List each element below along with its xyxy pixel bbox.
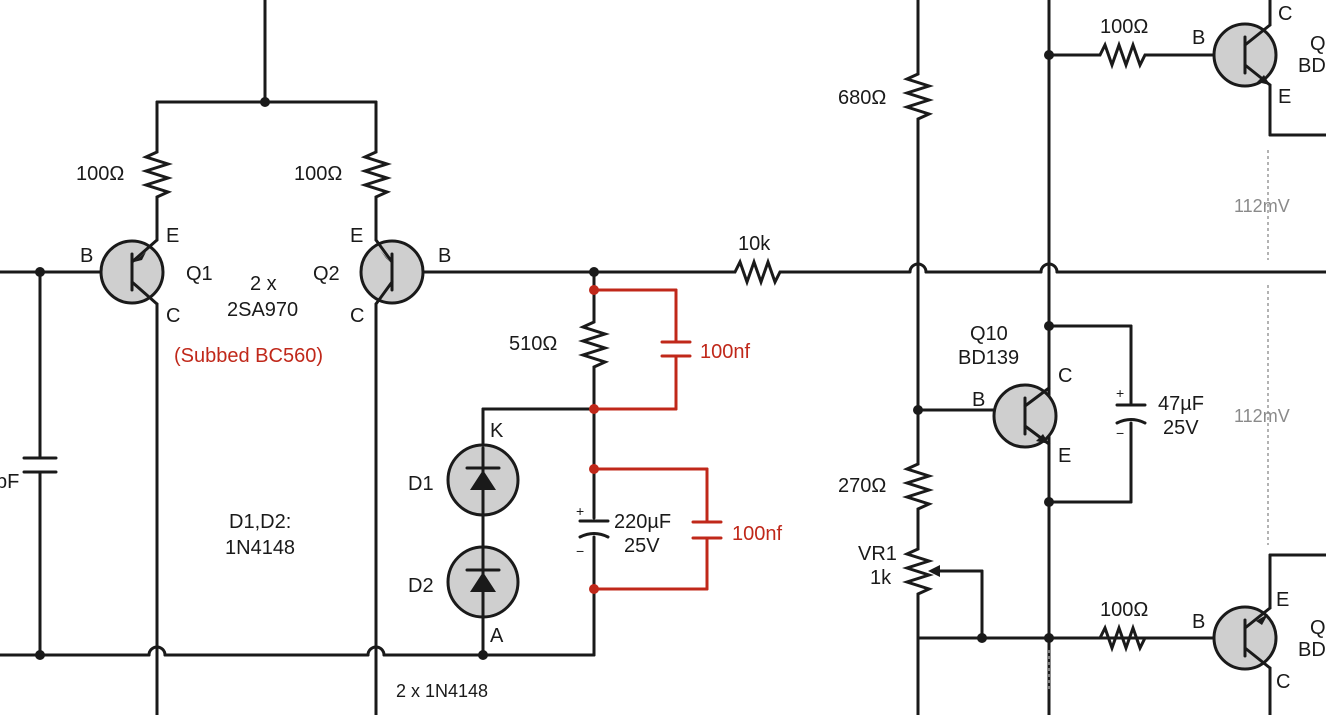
label-r510: 510Ω xyxy=(509,333,557,355)
label-q2-c: C xyxy=(350,305,364,327)
label-top-c: C xyxy=(1278,3,1292,25)
label-q10-part: BD139 xyxy=(958,347,1019,369)
label-cap47-plus: + xyxy=(1116,385,1124,401)
label-diode-k: K xyxy=(490,420,504,442)
label-top-q-partial: Q xyxy=(1310,33,1326,55)
label-cap220-voltage: 25V xyxy=(624,535,660,557)
transistor-q10 xyxy=(992,383,1058,449)
label-bot-e: E xyxy=(1276,589,1289,611)
label-pair-part: 2SA970 xyxy=(227,299,298,321)
label-top-e: E xyxy=(1278,86,1291,108)
label-bot-q-partial: Q xyxy=(1310,617,1326,639)
label-subbed: (Subbed BC560) xyxy=(174,345,323,367)
transistor-top-right xyxy=(1212,0,1326,137)
label-q1-e: E xyxy=(166,225,179,247)
label-bot-bd-partial: BD xyxy=(1298,639,1326,661)
resistor-top-right xyxy=(1049,40,1215,70)
top-feed-wires xyxy=(155,0,378,150)
label-cap220-plus: + xyxy=(576,503,584,519)
label-vr1-name: VR1 xyxy=(858,543,897,565)
label-r680: 680Ω xyxy=(838,87,886,109)
label-top-bd-partial: BD xyxy=(1298,55,1326,77)
diode-d1 xyxy=(446,407,520,517)
label-d1: D1 xyxy=(408,473,434,495)
label-r-q2: 100Ω xyxy=(294,163,342,185)
label-top-b: B xyxy=(1192,27,1205,49)
label-q10-b: B xyxy=(972,389,985,411)
label-bot-c: C xyxy=(1276,671,1290,693)
voltage-dimension-lines xyxy=(1048,150,1269,690)
transistor-q1 xyxy=(99,233,165,715)
resistor-q2-emitter xyxy=(360,148,392,235)
label-r10k: 10k xyxy=(738,233,771,255)
label-q1-name: Q1 xyxy=(186,263,213,285)
label-q10-c: C xyxy=(1058,365,1072,387)
label-cap47-voltage: 25V xyxy=(1163,417,1199,439)
resistor-bottom-right xyxy=(1049,623,1213,653)
label-d2: D2 xyxy=(408,575,434,597)
label-q1-c: C xyxy=(166,305,180,327)
label-q2-b: B xyxy=(438,245,451,267)
label-mv-top: 112mV xyxy=(1234,196,1290,216)
label-q1-b: B xyxy=(80,245,93,267)
label-diodes-line1: D1,D2: xyxy=(229,511,291,533)
label-cap220-value: 220µF xyxy=(614,511,671,533)
label-r-q1: 100Ω xyxy=(76,163,124,185)
label-diode-a: A xyxy=(490,625,504,647)
label-cap47-minus: − xyxy=(1116,425,1124,441)
bypass-cap-bottom xyxy=(589,464,723,594)
label-pair-count: 2 x xyxy=(250,273,277,295)
label-vr1-value: 1k xyxy=(870,567,892,589)
label-r270: 270Ω xyxy=(838,475,886,497)
capacitor-220uf xyxy=(578,519,610,657)
capacitor-47uf xyxy=(1047,324,1147,504)
label-q10-name: Q10 xyxy=(970,323,1008,345)
label-q10-e: E xyxy=(1058,445,1071,467)
label-r-top-right: 100Ω xyxy=(1100,16,1148,38)
label-diodes-line2: 1N4148 xyxy=(225,537,295,559)
label-bypass-bottom: 100nf xyxy=(732,523,782,545)
label-r-bottom-right: 100Ω xyxy=(1100,599,1148,621)
resistor-10k xyxy=(725,257,1326,287)
label-bypass-top: 100nf xyxy=(700,341,750,363)
bypass-cap-top xyxy=(589,285,692,414)
label-q2-name: Q2 xyxy=(313,263,340,285)
label-cap-left-partial: pF xyxy=(0,471,19,493)
resistor-510 xyxy=(481,267,610,520)
label-two-diodes: 2 x 1N4148 xyxy=(396,681,488,701)
resistor-q1-emitter xyxy=(141,148,173,235)
label-cap47-value: 47µF xyxy=(1158,393,1204,415)
label-mv-bottom: 112mV xyxy=(1234,406,1290,426)
transistor-bottom-right xyxy=(1212,553,1326,715)
label-bot-b: B xyxy=(1192,611,1205,633)
diode-d2 xyxy=(446,510,520,657)
label-cap220-minus: − xyxy=(576,543,584,559)
bottom-rail xyxy=(0,645,596,660)
label-q2-e: E xyxy=(350,225,363,247)
